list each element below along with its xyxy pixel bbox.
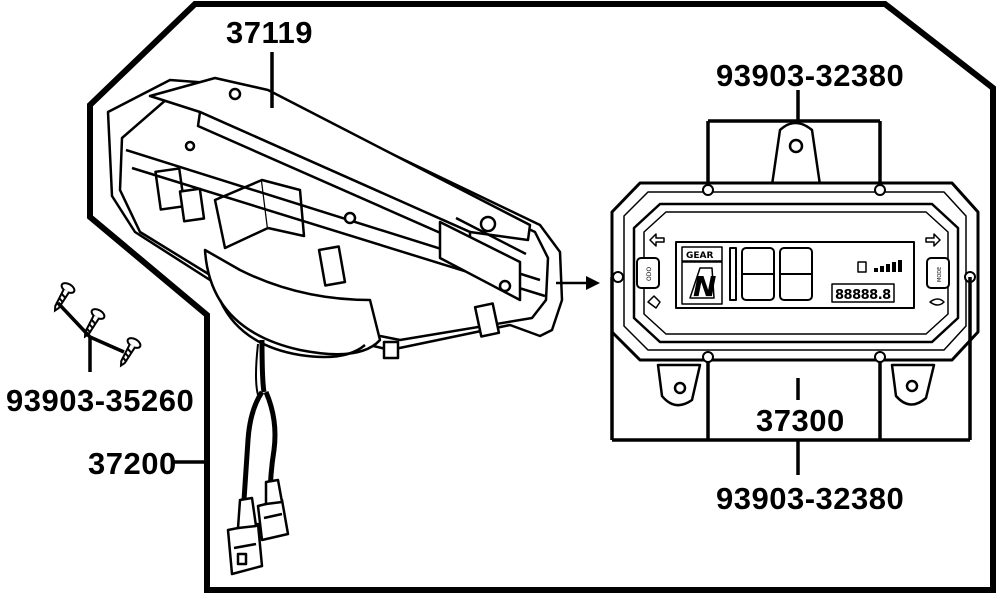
part-label-37200: 37200	[88, 446, 177, 481]
gear-label: GEAR	[686, 251, 714, 261]
top-screw-callout	[706, 90, 882, 185]
part-label-top-screws: 93903-32380	[716, 58, 905, 93]
part-label-35260: 93903-35260	[6, 383, 195, 418]
odo-button-label: ODO	[646, 267, 653, 281]
wire-harness	[226, 339, 290, 576]
odometer-readout: 88888.8	[835, 288, 891, 303]
screw-leader-lines	[56, 301, 125, 372]
instrument-cluster-housing	[106, 76, 564, 360]
part-label-37300: 37300	[756, 403, 845, 438]
direction-arrow	[556, 276, 600, 290]
part-label-bottom-screws: 93903-32380	[716, 481, 905, 516]
bottom-screw-callout	[610, 277, 972, 475]
gear-indicator: N	[693, 270, 716, 303]
diagram-frame	[87, 1, 996, 593]
display-unit	[610, 121, 980, 407]
mode-button-label: MODE	[937, 267, 943, 282]
screws	[53, 282, 142, 368]
part-label-37119: 37119	[226, 15, 313, 50]
